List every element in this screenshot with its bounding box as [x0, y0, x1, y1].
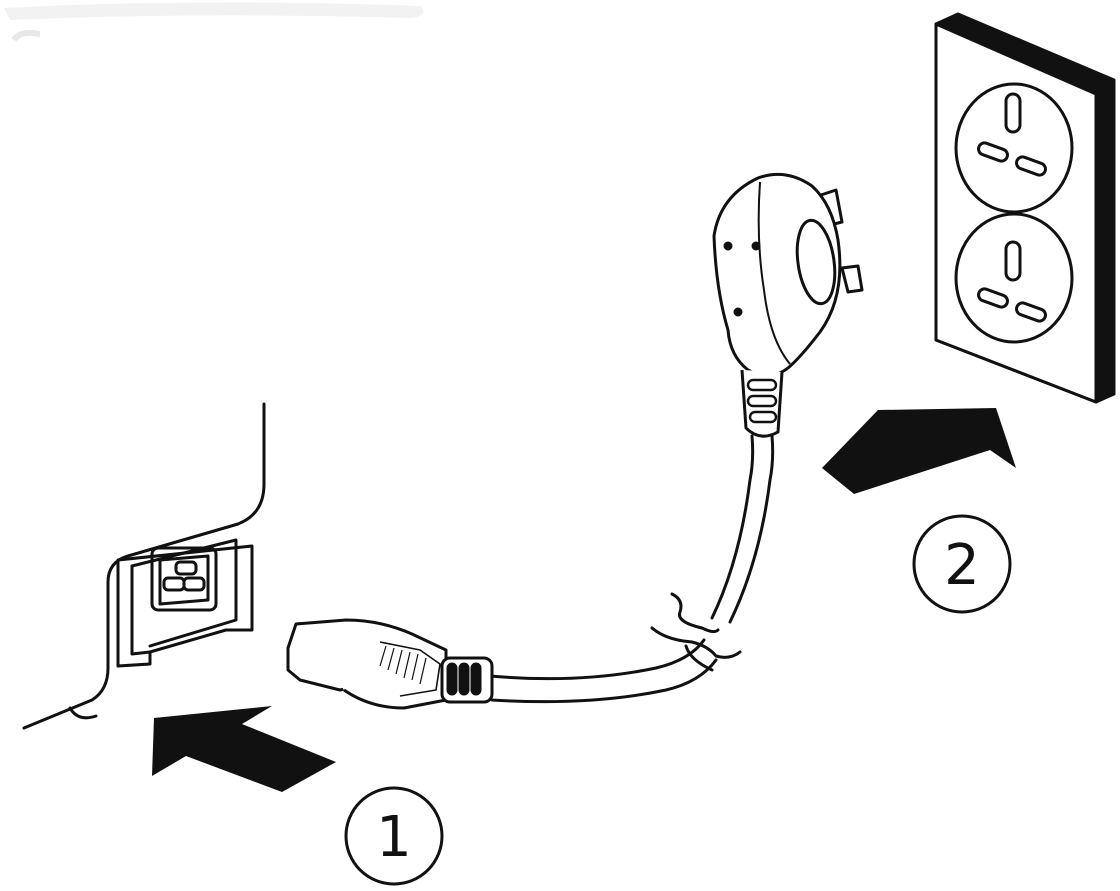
step-2-circle	[912, 514, 1012, 614]
uk-plug	[712, 172, 864, 438]
step-1-circle	[344, 786, 444, 886]
header-smudge	[4, 2, 424, 42]
device-housing	[22, 402, 266, 730]
step-2-marker: 2	[912, 514, 1012, 614]
wall-socket	[934, 12, 1116, 404]
arrow-2-icon	[822, 408, 1016, 494]
iec-connector	[286, 618, 494, 710]
power-cable	[488, 434, 775, 704]
step-2-label: 2	[944, 533, 980, 598]
step-1-label: 1	[376, 805, 412, 870]
arrow-1-icon	[152, 706, 336, 792]
step-1-marker: 1	[344, 786, 444, 886]
